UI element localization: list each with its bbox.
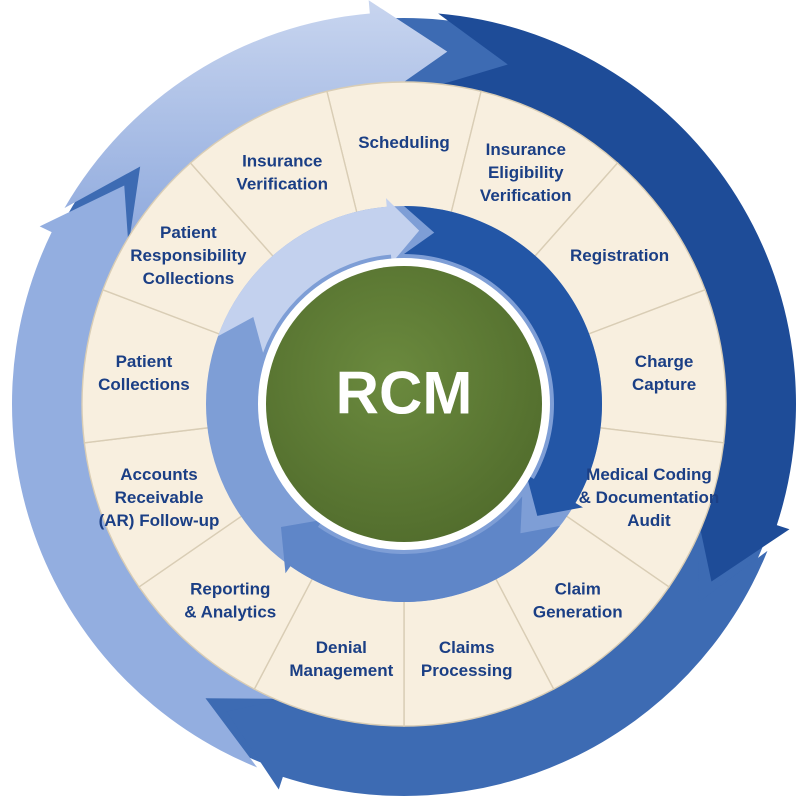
stage-label-line: Patient [160, 223, 217, 242]
stage-label: Reporting & Analytics [184, 580, 276, 622]
stage-label-line: Audit [627, 511, 671, 530]
outer-arrow-left [12, 185, 285, 768]
stage-label-line: Claim [555, 580, 601, 599]
stage-label-line: Verification [236, 175, 328, 194]
inner-arrow-top-left [217, 198, 420, 353]
outer-arrow-top-left [64, 0, 448, 245]
inner-arrow-bottom [280, 496, 561, 603]
stage-label-line: Responsibility [130, 246, 247, 265]
stage-label-line: Capture [632, 375, 696, 394]
stage-label-line: (AR) Follow-up [99, 511, 220, 530]
stage-label-line: Collections [98, 375, 190, 394]
stage-label-line: Registration [570, 246, 669, 265]
outer-arrow-top-right [431, 13, 796, 582]
stage-label-line: Medical Coding [586, 465, 712, 484]
stage-label-line: Scheduling [358, 133, 450, 152]
stage-label-line: Claims [439, 638, 495, 657]
stage-label-line: Patient [116, 352, 173, 371]
stage-label: Registration [570, 246, 669, 265]
stage-label-line: & Analytics [184, 603, 276, 622]
stage-label-line: Accounts [120, 465, 197, 484]
stage-label-line: Denial [316, 638, 367, 657]
stage-label: Scheduling [358, 133, 450, 152]
stage-label-line: & Documentation [579, 488, 720, 507]
stage-label-line: Generation [533, 603, 623, 622]
process-stage-ring [81, 81, 727, 727]
stage-label-line: Charge [635, 352, 694, 371]
stage-label-line: Receivable [115, 488, 204, 507]
outer-arrow-bottom-right [226, 523, 768, 796]
stage-label-line: Management [289, 661, 393, 680]
stage-label-line: Collections [143, 269, 235, 288]
center-hub [266, 266, 542, 542]
stage-label-line: Eligibility [488, 163, 564, 182]
stage-label-line: Reporting [190, 580, 270, 599]
stage-label-line: Insurance [242, 152, 322, 171]
inner-arrow-right [404, 206, 602, 516]
center-label: RCM [336, 360, 473, 427]
stage-label-line: Verification [480, 186, 572, 205]
stage-label-line: Insurance [486, 140, 566, 159]
stage-label-line: Processing [421, 661, 513, 680]
